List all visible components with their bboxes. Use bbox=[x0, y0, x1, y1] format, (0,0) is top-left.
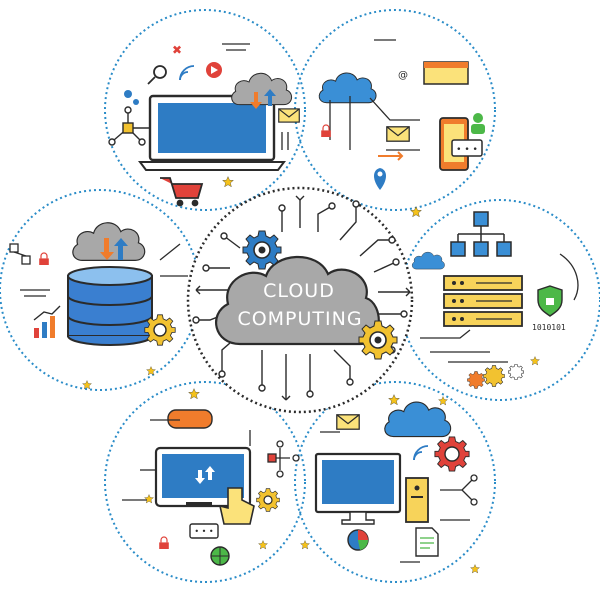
network-nodes-icon bbox=[267, 440, 300, 478]
section-mobile: • • • @ bbox=[318, 39, 485, 190]
wifi-icon bbox=[413, 445, 429, 461]
section-database bbox=[9, 222, 188, 346]
section-tablet: • • • bbox=[122, 409, 300, 566]
svg-text:• • •: • • • bbox=[194, 527, 213, 536]
section-server: 1010101 bbox=[411, 211, 579, 389]
central-cloud bbox=[215, 255, 380, 346]
ring-bottom-left bbox=[104, 381, 306, 583]
user-avatar-icon bbox=[471, 113, 485, 134]
settings-cogs bbox=[124, 90, 139, 105]
globe-icon bbox=[210, 546, 230, 566]
section-laptop: ✖ bbox=[108, 43, 300, 207]
gear-icon bbox=[242, 230, 282, 270]
bar-chart-icon bbox=[33, 305, 61, 338]
arrows bbox=[122, 419, 251, 501]
chat-bubble-icon: • • • bbox=[451, 139, 483, 157]
arrows bbox=[420, 253, 579, 363]
location-pin-icon bbox=[374, 168, 386, 190]
padlock-icon bbox=[320, 124, 332, 138]
upload-download-arrows-icon bbox=[100, 238, 128, 260]
arrows bbox=[20, 243, 188, 297]
gear-icon bbox=[256, 488, 280, 512]
ring-top-right bbox=[294, 9, 496, 211]
cloud-icon bbox=[318, 72, 377, 104]
network-nodes-icon bbox=[108, 106, 150, 146]
central-hub: CLOUD COMPUTING bbox=[186, 186, 414, 414]
hierarchy-icon bbox=[450, 211, 512, 257]
cloud-icon bbox=[231, 72, 293, 106]
ring-top-left bbox=[104, 9, 306, 211]
padlock-icon bbox=[38, 252, 50, 266]
gear-icon bbox=[434, 436, 470, 472]
shopping-cart-icon bbox=[160, 177, 204, 207]
arrow-orange bbox=[378, 151, 404, 161]
section-desktop bbox=[314, 401, 478, 563]
envelope-icon bbox=[336, 414, 360, 430]
shield-icon bbox=[537, 285, 563, 317]
network-nodes-icon bbox=[440, 474, 478, 506]
arrows bbox=[222, 43, 289, 150]
binary-text: 1010101 bbox=[532, 323, 566, 332]
close-icon: ✖ bbox=[172, 43, 182, 57]
svg-text:• • •: • • • bbox=[456, 145, 478, 155]
server-rack-icon bbox=[443, 275, 523, 327]
gear-icon bbox=[467, 371, 485, 389]
cloud-icon bbox=[411, 251, 445, 270]
document-icon bbox=[415, 527, 439, 557]
gear-icon bbox=[483, 365, 505, 387]
laptop-icon bbox=[138, 94, 286, 171]
wifi-icon bbox=[179, 65, 195, 81]
cloud-title-line2: COMPUTING bbox=[237, 308, 362, 330]
gear-icon bbox=[358, 320, 398, 360]
envelope-icon bbox=[278, 108, 300, 123]
at-sign-icon: @ bbox=[398, 70, 408, 81]
cloud-title-line1: CLOUD bbox=[263, 280, 335, 302]
gear-icon bbox=[144, 314, 176, 346]
upload-download-arrows-icon bbox=[250, 89, 276, 109]
database-icon bbox=[67, 266, 153, 346]
gear-icon bbox=[508, 364, 524, 380]
arrows bbox=[320, 431, 470, 563]
ring-right bbox=[399, 199, 600, 401]
magnifier-icon bbox=[147, 65, 167, 85]
monitor-icon bbox=[314, 452, 402, 525]
chat-bubble-icon: • • • bbox=[189, 523, 219, 539]
desktop-tower-icon bbox=[405, 477, 429, 523]
hand-pointer-icon bbox=[218, 487, 255, 525]
cloud-icon bbox=[384, 401, 452, 438]
bread-icon bbox=[167, 409, 213, 429]
browser-window-icon bbox=[423, 61, 469, 85]
envelope-icon bbox=[386, 126, 410, 142]
play-icon bbox=[206, 62, 222, 78]
padlock-icon bbox=[158, 536, 170, 550]
hierarchy-icon bbox=[9, 243, 31, 265]
pie-chart-icon bbox=[347, 529, 369, 551]
ring-bottom-right bbox=[294, 381, 496, 583]
